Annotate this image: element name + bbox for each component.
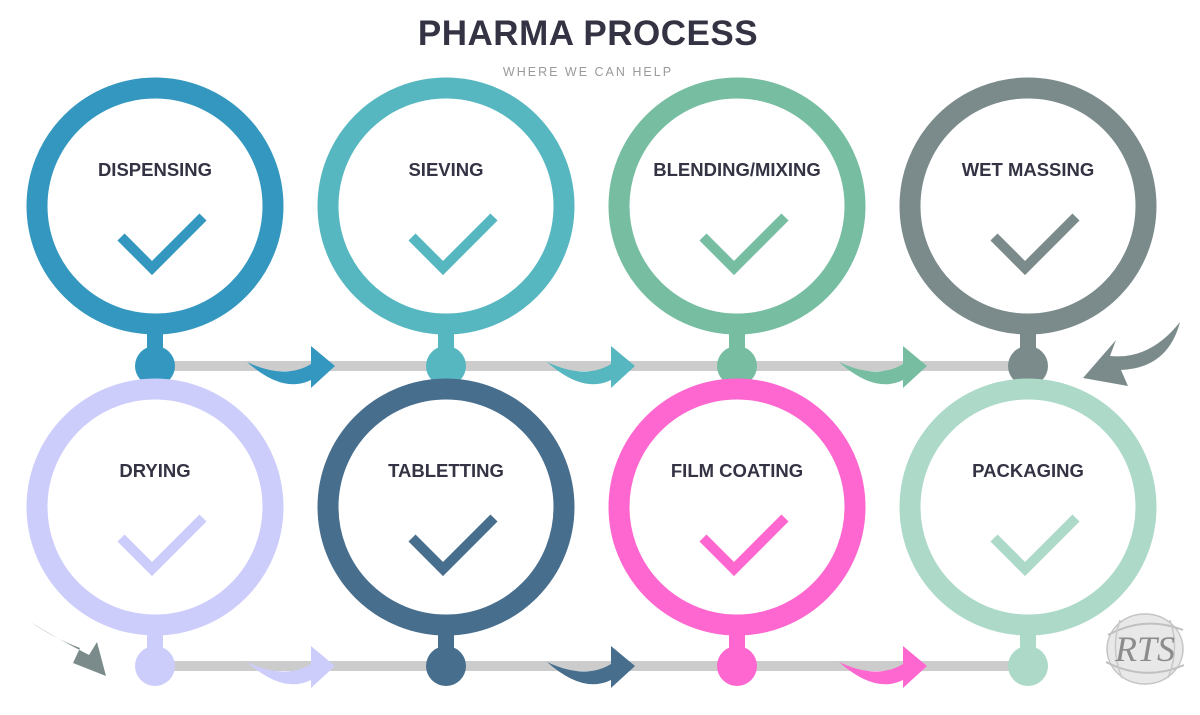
process-step: BLENDING/MIXING: [608, 77, 866, 386]
step-node: [717, 346, 757, 386]
step-ring: [26, 77, 284, 335]
process-step: DISPENSING: [26, 77, 284, 386]
flow-arrow: [547, 646, 635, 688]
step-ring: [317, 77, 575, 335]
step-node: [1008, 646, 1048, 686]
check-icon: [699, 213, 789, 276]
step-label: DISPENSING: [98, 159, 212, 180]
flow-arrow: [839, 646, 927, 688]
rts-logo: RTS: [1105, 613, 1185, 685]
step-node: [135, 346, 175, 386]
process-step: WET MASSING: [899, 77, 1157, 386]
page-title: PHARMA PROCESS: [417, 14, 759, 53]
check-icon: [117, 213, 207, 276]
step-node: [717, 646, 757, 686]
step-ring: [26, 378, 284, 636]
logo-text: RTS: [1114, 629, 1175, 669]
check-icon: [408, 514, 498, 577]
step-label: FILM COATING: [671, 460, 803, 481]
check-icon: [990, 514, 1080, 577]
check-icon: [408, 213, 498, 276]
flow-arrow: [247, 646, 335, 688]
step-label: PACKAGING: [972, 460, 1084, 481]
step-node: [426, 646, 466, 686]
step-label: SIEVING: [408, 159, 483, 180]
step-label: BLENDING/MIXING: [653, 159, 821, 180]
step-ring: [899, 378, 1157, 636]
step-node: [426, 346, 466, 386]
process-step: DRYING: [26, 378, 284, 686]
step-node: [1008, 346, 1048, 386]
process-step: PACKAGING: [899, 378, 1157, 686]
check-icon: [699, 514, 789, 577]
step-label: WET MASSING: [962, 159, 1095, 180]
step-ring: [317, 378, 575, 636]
step-label: TABLETTING: [388, 460, 504, 481]
step-ring: [899, 77, 1157, 335]
page-subtitle: WHERE WE CAN HELP: [502, 65, 674, 79]
process-step: FILM COATING: [608, 378, 866, 686]
process-step: TABLETTING: [317, 378, 575, 686]
process-step: SIEVING: [317, 77, 575, 386]
step-ring: [608, 77, 866, 335]
flow-arrow: [547, 346, 635, 388]
step-node: [135, 646, 175, 686]
turn-arrow-left: [30, 622, 106, 676]
turn-arrow-right: [1083, 322, 1180, 386]
check-icon: [990, 213, 1080, 276]
step-label: DRYING: [119, 460, 190, 481]
check-icon: [117, 514, 207, 577]
step-ring: [608, 378, 866, 636]
flow-arrow: [247, 346, 335, 388]
flow-arrow: [839, 346, 927, 388]
